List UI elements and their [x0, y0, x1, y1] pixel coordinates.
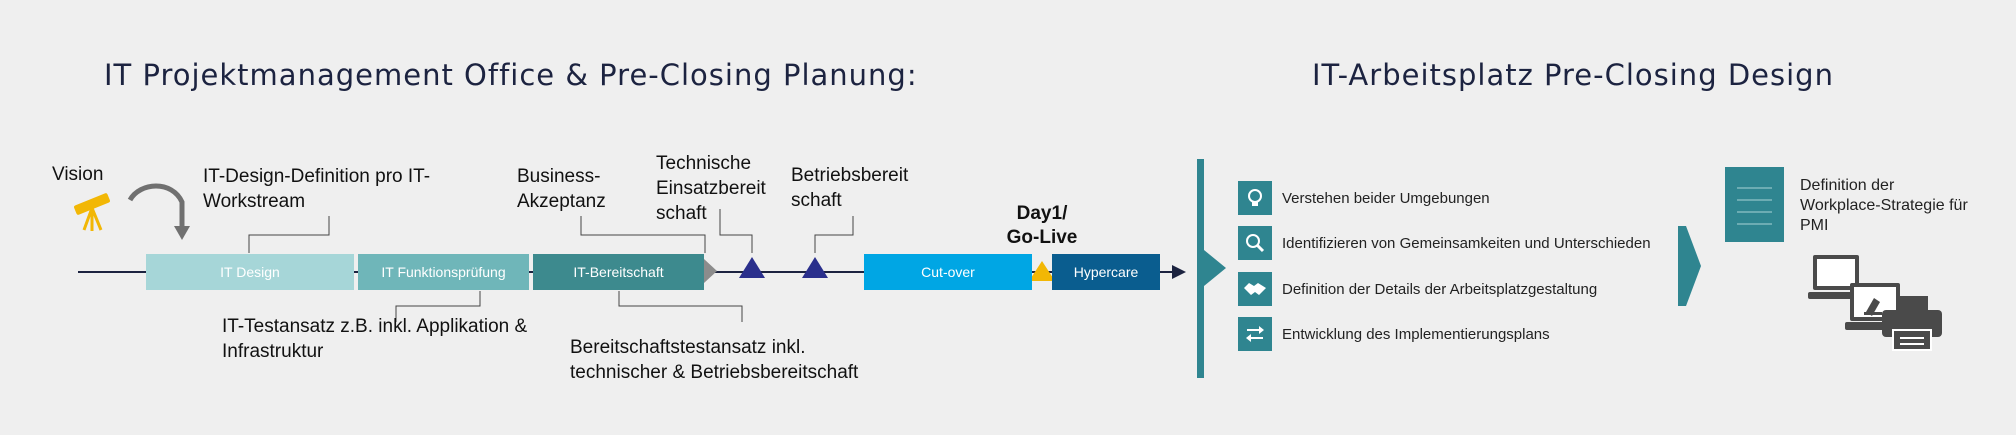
separator-bar	[1197, 159, 1204, 378]
definition-text: Definition der Workplace-Strategie für P…	[1800, 177, 1968, 234]
phase-it-bereitschaft: IT-Bereitschaft	[533, 254, 704, 290]
label-betriebsbereitschaft: Betriebsbereit schaft	[791, 165, 909, 211]
connector-technische	[719, 209, 753, 253]
timeline-arrowhead	[1172, 265, 1186, 279]
milestone-technische-icon	[739, 257, 765, 278]
golive-triangle-icon	[1029, 261, 1055, 281]
step-entwicklung: Entwicklung des Implementierungsplans	[1238, 317, 1550, 351]
phase-it-funktionspruefung: IT Funktionsprüfung	[358, 254, 529, 290]
label-bereitschaftstestansatz: Bereitschaftstestansatz inkl. technische…	[570, 337, 859, 383]
connector-business	[580, 216, 706, 253]
magnifier-icon	[1238, 226, 1272, 260]
step-definition-details: Definition der Details der Arbeitsplatzg…	[1238, 272, 1597, 306]
label-design-definition: IT-Design-Definition pro IT- Workstream	[203, 166, 431, 212]
swap-arrows-icon	[1238, 317, 1272, 351]
chevron-arrow-icon	[1678, 226, 1701, 306]
lightbulb-icon	[1238, 181, 1272, 215]
separator-arrow-icon	[1204, 250, 1226, 286]
label-business-akzeptanz: Business- Akzeptanz	[517, 166, 606, 212]
title-right: IT-Arbeitsplatz Pre-Closing Design	[1312, 58, 1834, 92]
handshake-icon	[1238, 272, 1272, 306]
label-day1-golive: Day1/ Go-Live	[1006, 203, 1078, 248]
label-it-testansatz: IT-Testansatz z.B. inkl. Applikation & I…	[222, 316, 528, 362]
phase-hypercare: Hypercare	[1052, 254, 1160, 290]
connector-bereitschaftstest	[618, 291, 743, 322]
telescope-icon	[74, 193, 110, 231]
workplace-devices-icon	[1808, 255, 1942, 351]
label-vision: Vision	[52, 164, 104, 185]
phase-it-design: IT Design	[146, 254, 354, 290]
title-left: IT Projektmanagement Office & Pre-Closin…	[104, 58, 918, 92]
connector-betrieb	[814, 216, 854, 253]
label-technische-einsatzbereitschaft: Technische Einsatzbereit schaft	[656, 153, 766, 224]
step-verstehen: Verstehen beider Umgebungen	[1238, 181, 1490, 215]
step-identifizieren: Identifizieren von Gemeinsamkeiten und U…	[1238, 226, 1651, 260]
curved-arrow-icon	[127, 183, 190, 240]
connector-design-definition	[248, 216, 330, 253]
phase-cut-over: Cut-over	[864, 254, 1032, 290]
connector-testansatz	[395, 291, 481, 322]
milestone-betrieb-icon	[802, 257, 828, 278]
document-icon	[1725, 167, 1784, 242]
